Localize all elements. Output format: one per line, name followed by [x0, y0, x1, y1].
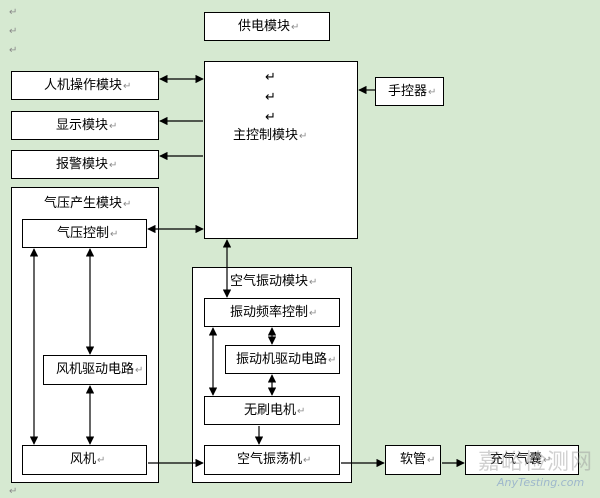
display-module-label: 显示模块↵ [56, 118, 118, 133]
power-module-box [204, 12, 330, 41]
brushless-motor-label: 无刷电机↵ [244, 403, 306, 418]
paragraph-mark: ↵ [9, 26, 18, 37]
paragraph-mark: ↵ [265, 70, 276, 85]
display-module-box [11, 111, 159, 140]
main-control-box [204, 61, 358, 239]
freq-control-box [204, 298, 340, 327]
vest-label: 充气气囊↵ [490, 452, 552, 467]
alarm-module-box [11, 150, 159, 179]
vib-driver-box [225, 345, 340, 374]
fan-box [22, 445, 147, 475]
watermark-cn: 嘉峪检测网 [478, 450, 594, 475]
paragraph-mark: ↵ [9, 486, 18, 497]
airpressure-module-label: 气压产生模块↵ [44, 196, 132, 211]
vibration-module-label: 空气振动模块↵ [230, 274, 318, 289]
hmi-module-label: 人机操作模块↵ [44, 78, 132, 93]
alarm-module-label: 报警模块↵ [56, 157, 118, 172]
vest-box [465, 445, 579, 475]
fan-label: 风机↵ [70, 452, 106, 467]
hmi-module-box [11, 71, 159, 100]
vib-driver-label: 振动机驱动电路↵ [236, 352, 337, 367]
oscillator-label: 空气振荡机↵ [237, 452, 312, 467]
handheld-controller-box [375, 77, 444, 106]
freq-control-label: 振动频率控制↵ [230, 305, 318, 320]
handheld-controller-label: 手控器↵ [388, 84, 437, 99]
airpressure-control-box [22, 219, 147, 248]
fan-driver-label: 风机驱动电路↵ [56, 362, 144, 377]
paragraph-mark: ↵ [265, 90, 276, 105]
oscillator-box [204, 445, 340, 475]
airpressure-control-label: 气压控制↵ [57, 226, 119, 241]
paragraph-mark: ↵ [9, 7, 18, 18]
hose-label: 软管↵ [400, 452, 436, 467]
paragraph-mark: ↵ [265, 110, 276, 125]
paragraph-mark: ↵ [9, 45, 18, 56]
power-module-label: 供电模块↵ [238, 19, 300, 34]
brushless-motor-box [204, 396, 340, 425]
main-control-label: 主控制模块↵ [233, 128, 308, 143]
fan-driver-box [43, 355, 147, 385]
hose-box [385, 445, 441, 475]
watermark-en: AnyTesting.com [497, 476, 585, 489]
